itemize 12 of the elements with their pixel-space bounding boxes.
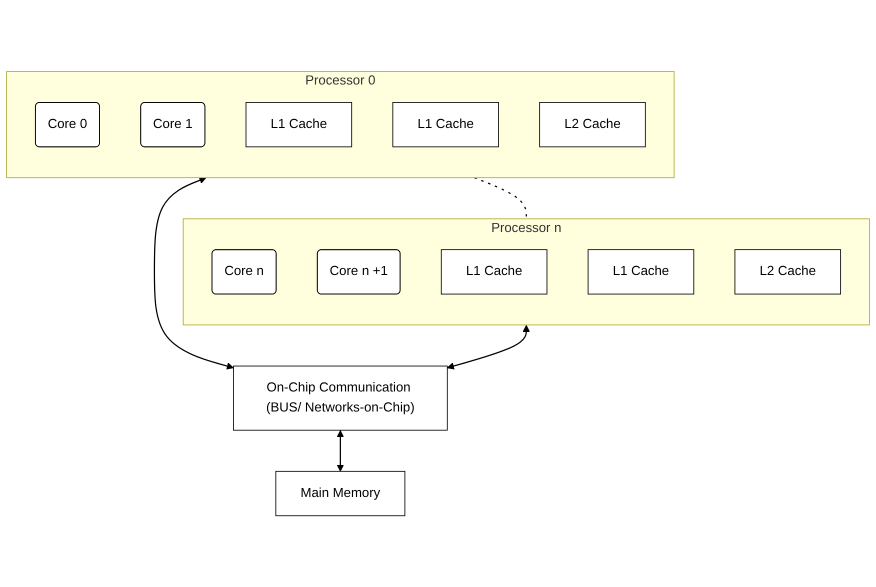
node-box: On-Chip Communication (BUS/ Networks-on-Chip) [233, 365, 448, 430]
arrow [154, 176, 234, 370]
node-box: L1 Cache [440, 249, 548, 294]
connector [474, 176, 527, 219]
node-box: L2 Cache [539, 102, 646, 148]
node-box: Main Memory [275, 470, 406, 516]
node-box: L1 Cache [392, 102, 499, 148]
arrow [446, 324, 530, 370]
node-box: L2 Cache [734, 249, 842, 294]
node-box: L1 Cache [246, 102, 352, 148]
node-box: L1 Cache [588, 249, 694, 294]
arrow [336, 430, 344, 472]
